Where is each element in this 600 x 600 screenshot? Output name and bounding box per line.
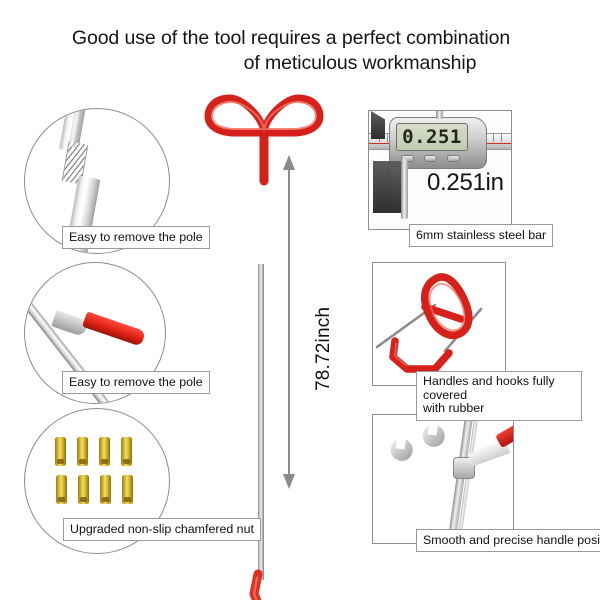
center-tool xyxy=(196,86,366,600)
caption-nuts-text: Upgraded non-slip chamfered nut xyxy=(70,522,254,536)
nut-item xyxy=(77,437,88,466)
panel-caliper: 0.251 0.251in xyxy=(368,110,512,230)
nut-item xyxy=(122,475,133,504)
panel-wrench xyxy=(372,414,514,544)
caliper-reading: 0.251 xyxy=(402,126,462,148)
clamp-collar xyxy=(453,457,475,479)
headline-line-2: of meticulous workmanship xyxy=(243,52,477,74)
caption-rubber-line-1: Handles and hooks fully covered xyxy=(423,374,555,402)
caption-wrench-text: Smooth and precise handle position xyxy=(423,533,600,547)
tool-length-label: 78.72inch xyxy=(313,307,335,391)
tool-hook-icon xyxy=(249,569,263,600)
rubber-coated-photo xyxy=(373,263,505,385)
nuts-photo xyxy=(25,409,169,553)
caption-rubber: Handles and hooks fully covered with rub… xyxy=(416,371,582,421)
rubber-handle-hook-shapes xyxy=(375,273,483,373)
caption-nuts: Upgraded non-slip chamfered nut xyxy=(63,518,261,541)
caption-rubber-line-2: with rubber xyxy=(423,401,485,415)
caliper-red-marker xyxy=(475,143,511,145)
caption-t-handle-text: Easy to remove the pole xyxy=(69,375,203,389)
tool-length-value: 78.72inch xyxy=(313,306,334,391)
wrench-clamp-photo xyxy=(373,415,513,543)
measured-steel-bar xyxy=(401,159,408,219)
nut-item xyxy=(56,475,67,504)
tool-loop-handle-icon xyxy=(204,94,324,186)
headline-line-1: Good use of the tool requires a perfect … xyxy=(71,27,511,49)
panel-rubber xyxy=(372,262,506,386)
caliper-red-marker xyxy=(369,143,405,145)
page-title: Good use of the tool requires a perfect … xyxy=(0,26,600,76)
nut-item xyxy=(78,475,89,504)
caliper-jaw-fixed xyxy=(371,111,385,139)
caliper-measurement-text: 0.251in xyxy=(427,169,504,196)
caption-wrench: Smooth and precise handle position xyxy=(416,529,600,552)
tool-shaft xyxy=(258,264,264,580)
caliper-lcd: 0.251 xyxy=(396,123,468,151)
caption-caliper: 6mm stainless steel bar xyxy=(409,224,554,247)
caliper-photo: 0.251 0.251in xyxy=(369,111,511,229)
caliper-button xyxy=(424,155,437,162)
caption-t-handle: Easy to remove the pole xyxy=(62,371,210,394)
nut-item xyxy=(99,437,110,466)
caliper-jaw-lower xyxy=(391,167,401,213)
nut-item xyxy=(55,437,66,466)
nut-item xyxy=(121,437,132,466)
caption-pole-spring: Easy to remove the pole xyxy=(62,226,210,249)
wrench-handle xyxy=(396,455,424,530)
caliper-button xyxy=(447,155,460,162)
caliper-thumb-screw xyxy=(436,111,443,119)
caption-pole-spring-text: Easy to remove the pole xyxy=(69,230,203,244)
caption-caliper-text: 6mm stainless steel bar xyxy=(416,228,547,242)
nut-item xyxy=(100,475,111,504)
